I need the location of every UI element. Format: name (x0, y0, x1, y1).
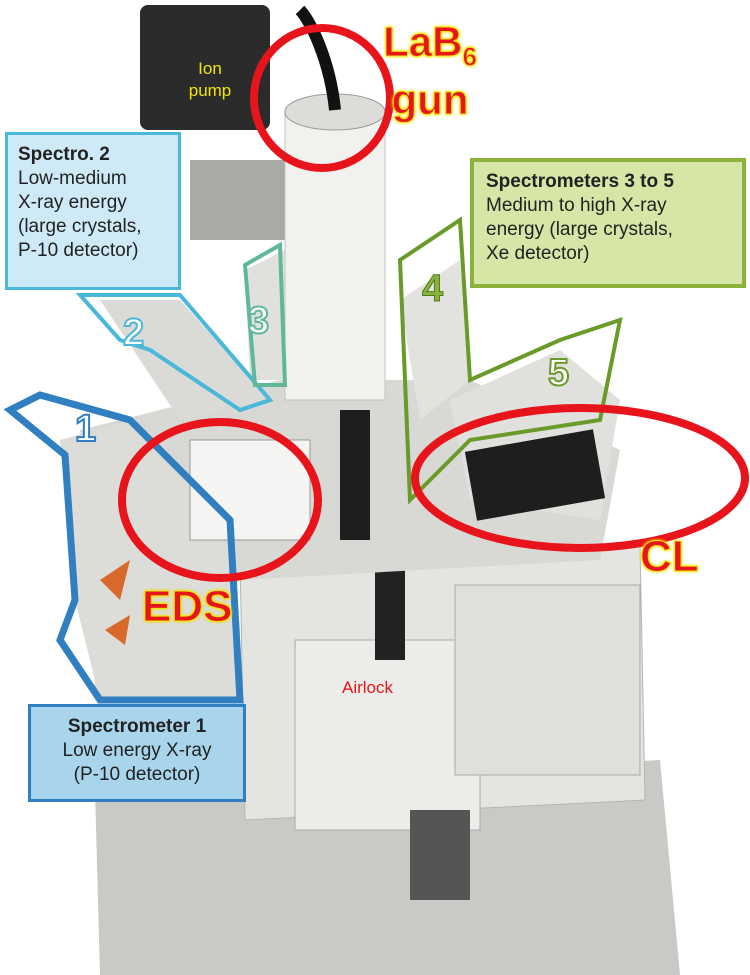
airlock-housing (294, 639, 481, 831)
gun-label-word: gun (391, 76, 469, 124)
spectrometer-1-outline (3, 391, 244, 704)
right-housing (454, 584, 641, 776)
spectrometer-number-4: 4 (421, 268, 444, 311)
spectro2-title: Spectro. 2 (18, 144, 110, 165)
spectro345-line: energy (large crystals, (486, 219, 673, 240)
ion-pump-label: Ion pump (188, 59, 232, 100)
spectro1-title: Spectrometer 1 (67, 716, 207, 737)
spectro2-line: X-ray energy (18, 192, 127, 213)
airlock-handle (410, 810, 470, 900)
spectrometer-2-body (100, 300, 270, 420)
spectrometer-number-3: 3 (247, 299, 270, 343)
valve-assembly (190, 160, 290, 240)
spectro345-callout: Spectrometers 3 to 5 Medium to high X-ra… (470, 158, 746, 288)
airlock-label: Airlock (342, 678, 394, 697)
spectrometer-2-outline (75, 293, 274, 413)
gun-cable (295, 5, 341, 111)
gun-highlight-circle (250, 24, 394, 172)
spectro345-line: Medium to high X-ray (486, 195, 667, 216)
gun-label-main: LaB (383, 18, 463, 65)
spectrometer-3-outline (242, 241, 288, 387)
gun-label-subscript: 6 (462, 41, 478, 72)
spectro2-line: (large crystals, (18, 216, 142, 237)
spectrometer-3-body (245, 250, 290, 380)
eds-highlight-circle (118, 418, 322, 582)
eds-label: EDS (141, 582, 233, 632)
spectro345-title: Spectrometers 3 to 5 (486, 171, 674, 192)
eds-detector (189, 439, 311, 541)
spectro345-line: Xe detector) (486, 243, 590, 264)
cl-label: CL (640, 532, 700, 582)
spectro1-line: Low energy X-ray (62, 740, 212, 761)
cl-detector (464, 429, 606, 521)
spectrometer-number-1: 1 (74, 407, 97, 451)
instrument-base (95, 760, 680, 975)
spectrometers-4-5-outline (397, 216, 623, 505)
spectrometer-number-5: 5 (547, 351, 570, 395)
orange-logo (100, 560, 130, 645)
ion-pump (140, 5, 270, 130)
gun-label: LaB6 gun (380, 18, 480, 124)
cl-mirror-arm (340, 410, 370, 540)
spectrometer-4-body (400, 260, 470, 420)
spectro1-callout: Spectrometer 1 Low energy X-ray (P-10 de… (28, 704, 246, 802)
spectro2-callout: Spectro. 2 Low-medium X-ray energy (larg… (5, 132, 181, 290)
electron-column (284, 109, 386, 401)
spectrometer-number-2: 2 (122, 311, 145, 355)
spectro2-line: Low-medium (18, 168, 127, 189)
cl-highlight-circle (411, 404, 749, 552)
spectro2-line: P-10 detector) (18, 240, 139, 261)
spectro1-line: (P-10 detector) (73, 764, 201, 785)
